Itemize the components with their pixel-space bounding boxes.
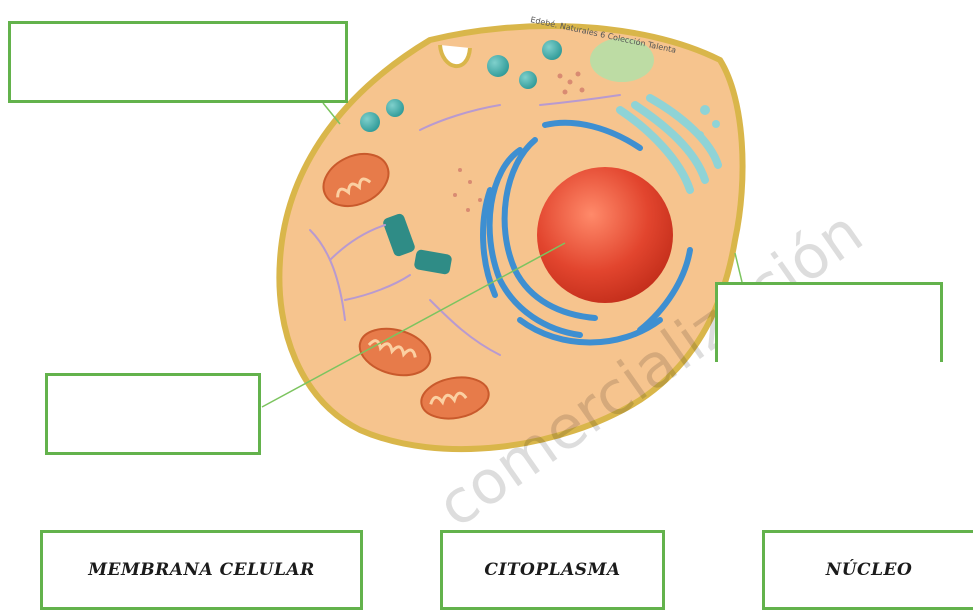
label-text: CITOPLASMA (484, 560, 620, 580)
answer-box-bottom-left[interactable] (45, 373, 261, 455)
answer-box-right-fill (718, 362, 940, 457)
answer-box-top-left[interactable] (8, 21, 348, 103)
nucleus (537, 167, 673, 303)
label-text: NÚCLEO (826, 560, 913, 580)
label-nucleo[interactable]: NÚCLEO (762, 530, 973, 610)
answer-box-right[interactable] (715, 282, 943, 362)
label-citoplasma[interactable]: CITOPLASMA (440, 530, 665, 610)
label-membrana-celular[interactable]: MEMBRANA CELULAR (40, 530, 363, 610)
label-text: MEMBRANA CELULAR (88, 560, 315, 580)
